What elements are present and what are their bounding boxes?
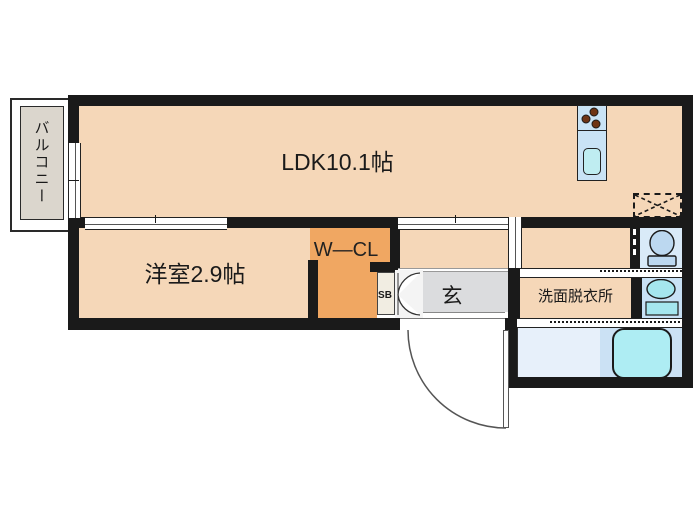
wall-corridor-left <box>390 217 400 273</box>
room-washroom <box>520 276 631 318</box>
door-corridor-icon <box>508 217 522 268</box>
stove-burners-icon <box>581 107 601 129</box>
entrance-step-line <box>398 268 508 272</box>
kitchen-sink-icon <box>583 148 601 175</box>
wall-western-wcl <box>308 260 318 330</box>
kitchen-divider-line <box>577 130 607 131</box>
wcl-label: W—CL <box>313 238 379 261</box>
toilet-icon <box>647 230 677 267</box>
bathroom-washing-area <box>517 326 602 379</box>
wall-bottom-right <box>505 377 693 388</box>
washbasin-icon <box>645 279 679 316</box>
sliding-door-bathroom-icon <box>517 318 682 328</box>
closet-wcl-lower <box>318 260 377 318</box>
lintel-dotted-line <box>600 270 682 272</box>
wall-sb-top <box>370 262 400 272</box>
shoe-box-double-doors-icon <box>395 270 423 318</box>
room-western <box>79 228 310 318</box>
wall-washbasin-left <box>631 272 642 318</box>
balcony-floor <box>20 106 64 220</box>
wall-corridor-right <box>508 268 520 318</box>
sliding-door-ldk-corridor-icon <box>398 217 510 230</box>
bathtub-icon <box>612 328 672 379</box>
wall-top <box>68 95 693 106</box>
sliding-door-washroom-icon <box>520 268 682 278</box>
sliding-door-tick <box>155 215 156 223</box>
western-room-label: 洋室2.9帖 <box>144 261 246 287</box>
sliding-door-ldk-western-icon <box>85 217 227 230</box>
lintel-dotted-line <box>550 321 680 323</box>
corridor-washroom <box>520 228 631 268</box>
entrance-label: 玄 <box>441 285 463 308</box>
window-divider <box>68 180 79 181</box>
corridor-entrance <box>398 228 508 272</box>
entrance-door-arc-icon <box>407 329 507 429</box>
shoe-box-label: SB <box>378 289 392 301</box>
wall-right <box>682 95 693 388</box>
balcony-label: バルコニー <box>32 119 50 205</box>
wall-mid-horizontal <box>68 217 693 228</box>
closet-wcl-upper <box>310 228 390 262</box>
ldk-label: LDK10.1帖 <box>281 149 394 175</box>
sliding-door-tick <box>455 215 456 223</box>
shoe-box <box>377 272 395 315</box>
toilet-door-icon <box>633 229 636 255</box>
entrance-sill-line <box>400 318 505 319</box>
washroom-label: 洗面脱衣所 <box>537 287 613 305</box>
entrance-opening <box>400 312 505 330</box>
refrigerator-space-icon <box>633 193 682 218</box>
